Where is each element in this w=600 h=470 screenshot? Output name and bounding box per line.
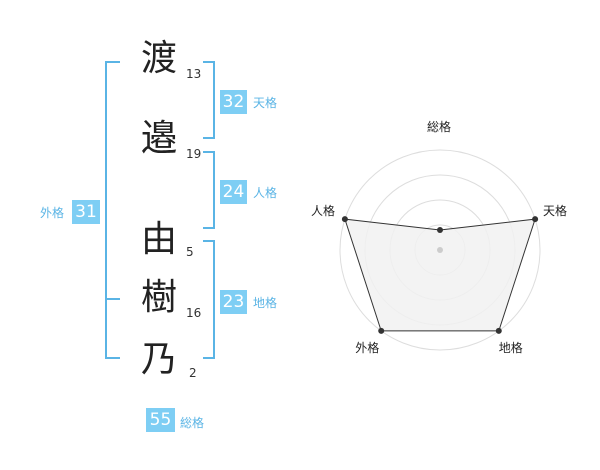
soukaku-label: 総格: [180, 416, 205, 430]
name-char-1: 渡: [140, 38, 177, 79]
radar-points: [341, 216, 539, 334]
radar-axis-label-3: 外格: [355, 340, 380, 355]
stroke-count-3: 5: [186, 245, 194, 259]
name-char-2: 邉: [140, 118, 177, 159]
stroke-count-4: 16: [186, 306, 202, 320]
radar-axis-label-1: 天格: [543, 204, 568, 219]
name-char-4: 樹: [140, 277, 177, 318]
stroke-count-5: 2: [189, 366, 197, 380]
gaikaku-bracket-tick: [105, 298, 120, 300]
radar-ring-4: [339, 149, 541, 351]
name-char-5: 乃: [140, 339, 177, 380]
radar-area-layer: [344, 218, 536, 332]
radar-point-3: [378, 327, 385, 334]
stroke-count-1: 13: [186, 67, 202, 81]
jinkaku-badge: 24: [220, 180, 247, 204]
tenkaku-bracket: [203, 61, 215, 139]
tenkaku-label: 天格: [253, 96, 278, 110]
chikaku-bracket: [203, 240, 215, 359]
radar-point-4: [341, 216, 348, 223]
radar-point-1: [532, 216, 539, 223]
jinkaku-label: 人格: [253, 186, 278, 200]
radar-axis-label-2: 地格: [498, 340, 523, 355]
chikaku-badge: 23: [220, 290, 247, 314]
radar-center-dot: [437, 247, 443, 253]
stroke-count-2: 19: [186, 147, 202, 161]
radar-point-0: [437, 227, 443, 233]
chikaku-label: 地格: [253, 296, 278, 310]
jinkaku-bracket: [203, 151, 215, 229]
gaikaku-bracket: [105, 61, 120, 359]
radar-area: [344, 218, 536, 332]
gaikaku-label: 外格: [40, 206, 65, 220]
radar-point-2: [495, 327, 502, 334]
soukaku-badge: 55: [146, 408, 175, 432]
gaikaku-badge: 31: [72, 200, 100, 224]
radar-axis-label-0: 総格: [427, 120, 452, 134]
name-char-3: 由: [140, 219, 177, 260]
tenkaku-badge: 32: [220, 90, 247, 114]
radar-axis-label-4: 人格: [310, 204, 335, 219]
